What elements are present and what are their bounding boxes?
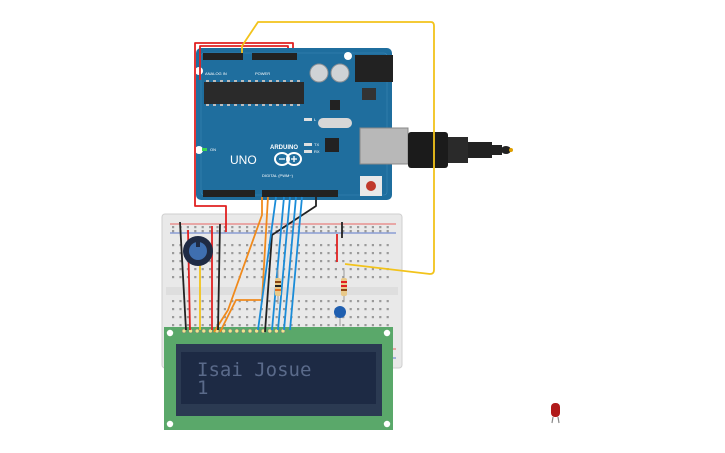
wire-blue-d4[interactable] [277,196,291,331]
tx-label: TX [314,142,319,147]
wire-blue-d2[interactable] [289,196,303,331]
analog-header-label: ANALOG IN [205,71,227,76]
wire-blue-d3[interactable] [283,196,297,331]
digital-header-label: DIGITAL (PWM~) [262,173,294,178]
wire-red-aux[interactable] [199,45,289,80]
wire-yellow[interactable] [241,21,435,275]
arduino-uno-board[interactable]: UNO ARDUINO ANALOG IN POWER DIGITAL (PWM… [195,48,409,200]
board-model-label: UNO [230,153,257,167]
rx-label: RX [314,149,320,154]
red-led[interactable] [551,403,560,424]
rx-led-icon [304,150,312,153]
wire-blue-d5[interactable] [271,196,285,331]
on-label: ON [210,147,216,152]
lcd-16x2[interactable]: Isai Josue 1 [164,327,393,430]
on-led-icon [202,148,207,151]
resistor-1[interactable] [275,270,281,304]
resistor-2[interactable] [341,270,347,302]
power-header-label: POWER [255,71,270,76]
l-label: L [314,117,317,122]
usb-cable[interactable] [408,132,513,168]
wires [179,21,435,333]
wire-lcd-gnd[interactable] [179,221,187,331]
wire-red-5v[interactable] [194,42,294,232]
potentiometer[interactable] [183,236,213,266]
capacitor[interactable] [334,306,346,326]
lcd-screen [181,352,376,404]
wire-orange-2[interactable] [219,196,269,333]
wire-orange-1[interactable] [213,197,263,333]
board-brand-label: ARDUINO [270,145,298,151]
l-led-icon [304,118,312,121]
wire-lcd-black-2[interactable] [217,223,221,331]
lcd-line-1: Isai Josue [197,359,311,381]
tx-led-icon [304,143,312,146]
lcd-line-2: 1 [197,377,208,399]
wire-blue-rs[interactable] [257,196,277,331]
